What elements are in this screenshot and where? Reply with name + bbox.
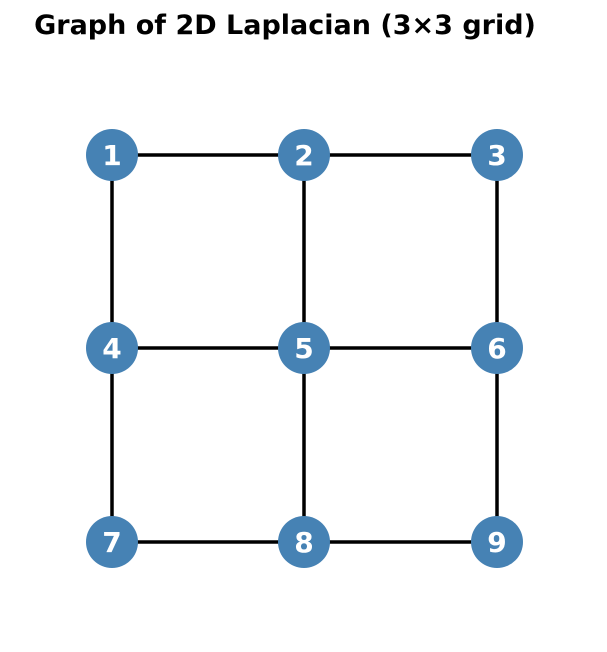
graph-node-6 xyxy=(471,322,523,374)
graph-node-8 xyxy=(278,516,330,568)
graph-node-5 xyxy=(278,322,330,374)
graph-node-label-2: 2 xyxy=(294,139,313,172)
graph-node-label-3: 3 xyxy=(487,139,506,172)
graph-node-label-8: 8 xyxy=(294,526,313,559)
graph-node-7 xyxy=(86,516,138,568)
graph-node-9 xyxy=(471,516,523,568)
graph-node-1 xyxy=(86,129,138,181)
graph-node-label-7: 7 xyxy=(102,526,121,559)
figure-title: Graph of 2D Laplacian (3×3 grid) xyxy=(34,10,536,41)
graph-node-label-9: 9 xyxy=(487,526,506,559)
graph-node-label-6: 6 xyxy=(487,332,506,365)
graph-node-label-5: 5 xyxy=(294,332,313,365)
graph-node-3 xyxy=(471,129,523,181)
graph-node-label-1: 1 xyxy=(102,139,121,172)
graph-node-2 xyxy=(278,129,330,181)
graph-node-label-4: 4 xyxy=(102,332,121,365)
graph-node-4 xyxy=(86,322,138,374)
